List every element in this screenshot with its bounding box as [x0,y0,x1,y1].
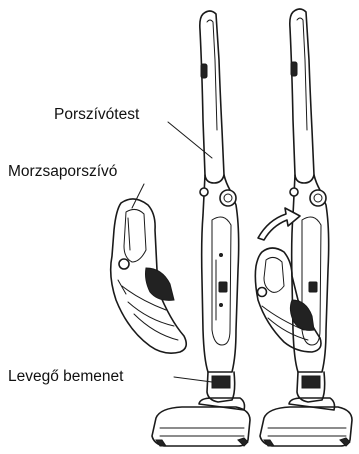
label-air-inlet: Levegő bemenet [8,369,123,385]
leader-line-body [168,122,212,158]
handheld-vacuum [111,199,187,353]
label-handheld-vacuum: Morzsaporszívó [8,164,117,180]
label-vacuum-body: Porszívótest [54,107,139,123]
insert-arrow-icon [258,208,300,240]
leader-line-handheld [132,184,144,208]
leader-line-air [174,377,212,382]
